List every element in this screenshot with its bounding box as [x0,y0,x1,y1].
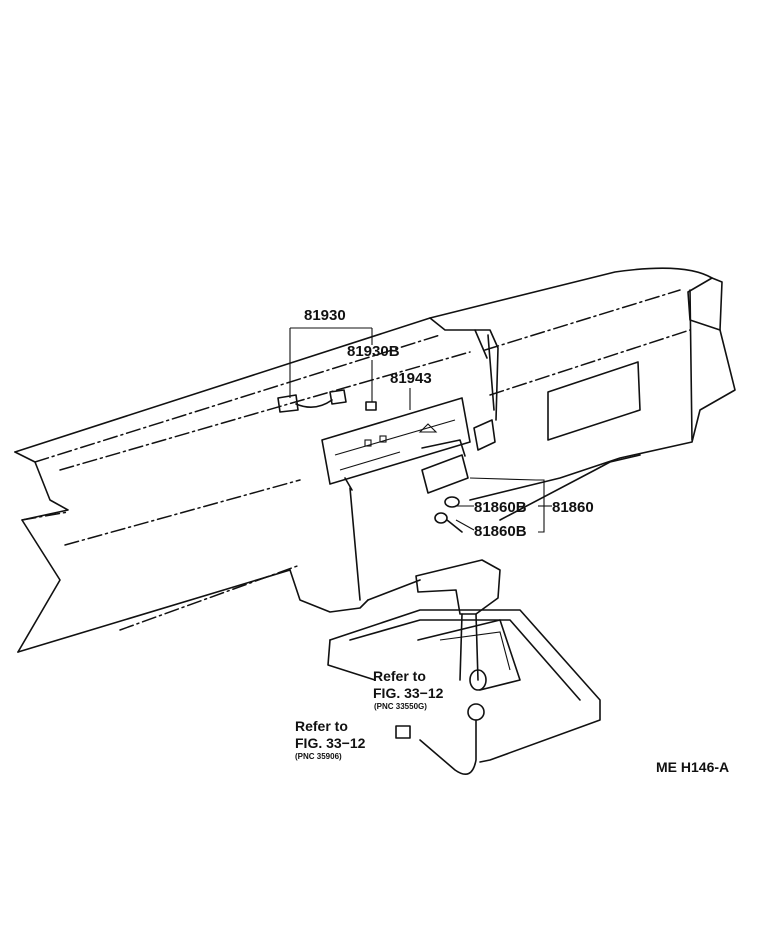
label-81930: 81930 [304,307,346,324]
ref2-line2: FIG. 33−12 [295,735,366,751]
label-81943: 81943 [390,370,432,387]
part-labels: 81930 81930B 81943 81860B 81860 81860B [304,307,594,540]
ref2-pnc: (PNC 35906) [295,752,342,761]
bulb-sockets [421,419,496,533]
label-81860: 81860 [552,499,594,516]
instrument-panel [14,267,736,653]
label-81860b-lower: 81860B [474,523,527,540]
reference-note-1: Refer to FIG. 33−12 (PNC 33550G) [373,668,444,711]
reference-note-2: Refer to FIG. 33−12 (PNC 35906) [295,718,366,761]
leader-lines [289,327,552,533]
console-shift [327,559,601,776]
ref2-line1: Refer to [295,718,348,734]
harness-81930 [277,389,377,413]
ref1-pnc: (PNC 33550G) [374,702,427,711]
glovebox-panel [474,329,641,441]
ref1-line2: FIG. 33−12 [373,685,444,701]
center-bezel [321,397,471,485]
ref1-line1: Refer to [373,668,426,684]
label-81860b-upper: 81860B [474,499,527,516]
label-81930b: 81930B [347,343,400,360]
figure-code: ME H146-A [656,759,729,775]
